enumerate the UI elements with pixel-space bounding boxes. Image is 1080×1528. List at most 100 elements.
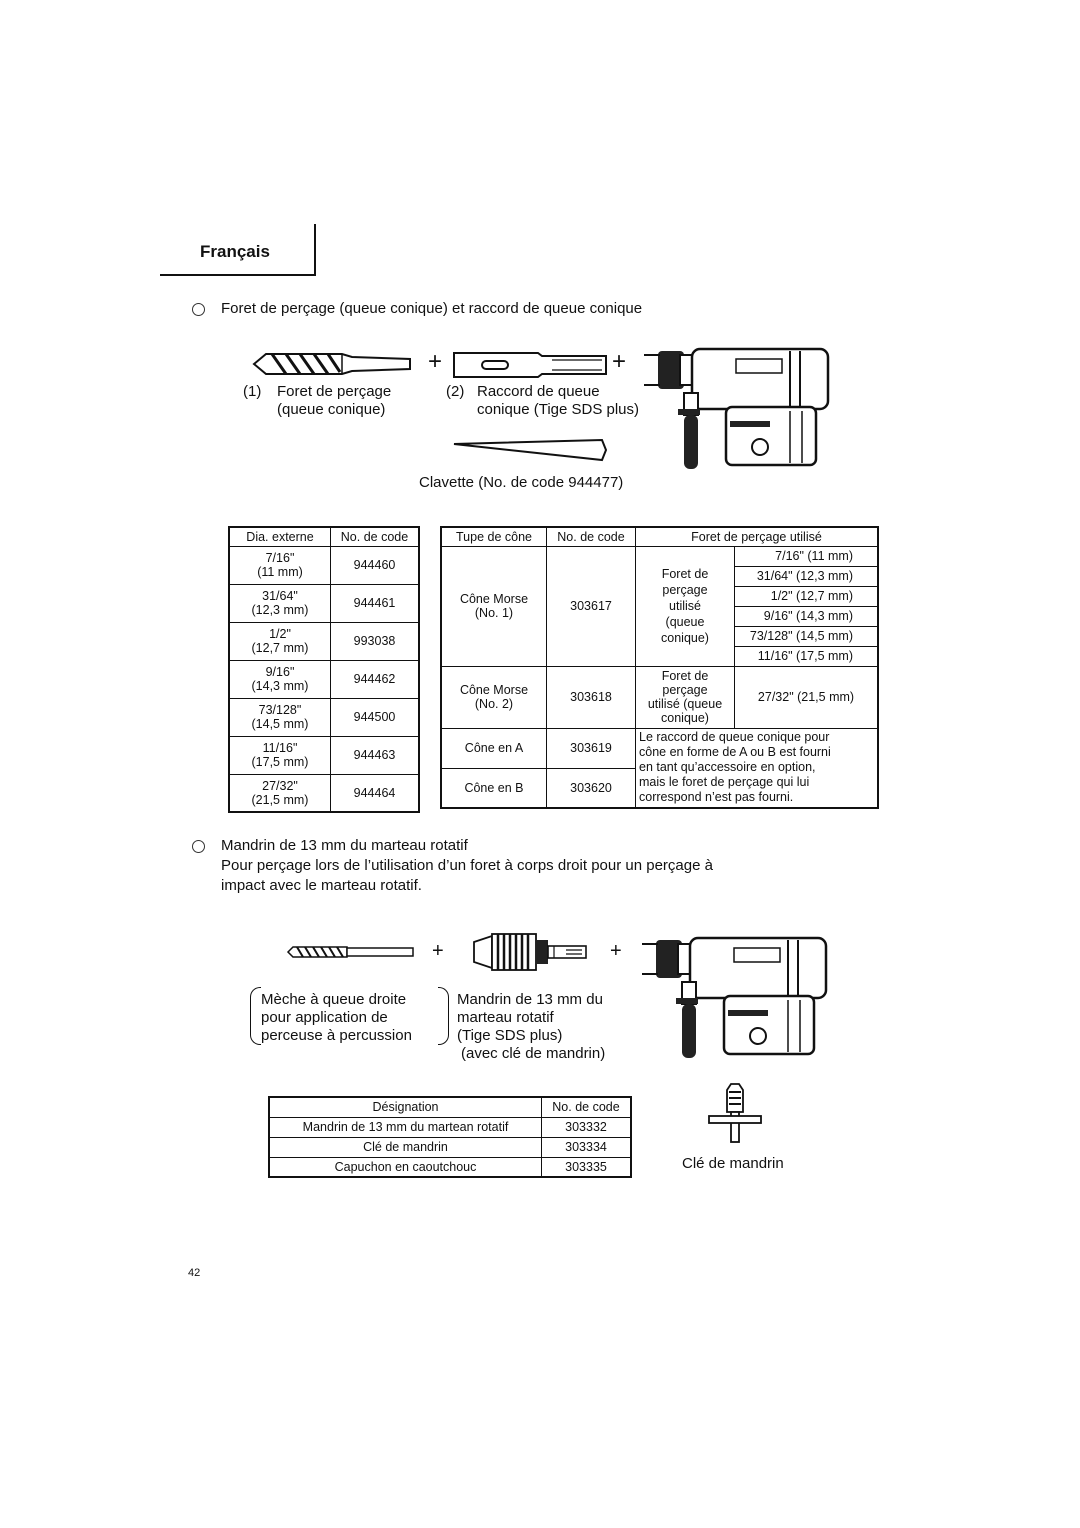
- dia-fraction: 11/16": [262, 741, 298, 755]
- dia-fraction: 1/2": [269, 627, 291, 641]
- chuck-key-label: Clé de mandrin: [682, 1155, 784, 1172]
- mandrin-label-line1: Mandrin de 13 mm du: [457, 991, 603, 1008]
- table-row: 11/16" (17,5 mm): [441, 645, 879, 667]
- plus-sign-2: +: [612, 348, 627, 375]
- note-line: cône en forme de A ou B est fourni: [639, 745, 831, 760]
- table-outer-diameter: Dia. externe No. de code 7/16"(11 mm) 94…: [228, 526, 420, 813]
- code-cell: 303618: [546, 665, 636, 729]
- table1-header-code: No. de code: [330, 526, 420, 547]
- plus-sign-3: +: [432, 940, 444, 962]
- bit-size-cell: 31/64" (12,3 mm): [734, 565, 879, 587]
- straight-drill-bit-icon: [286, 946, 414, 958]
- page-number: 42: [188, 1267, 201, 1279]
- table-row: Clé de mandrin 303334: [268, 1136, 632, 1158]
- code-cell: 303334: [541, 1136, 632, 1158]
- dia-mm: (17,5 mm): [251, 755, 309, 769]
- bit-size-cell: 9/16" (14,3 mm): [734, 605, 879, 627]
- bit-desc-line: utilisé: [669, 599, 701, 613]
- mandrin-label-line4: (avec clé de mandrin): [461, 1045, 606, 1062]
- part-name-cell: Mandrin de 13 mm du martean rotatif: [268, 1116, 542, 1138]
- code-cell: 303332: [541, 1116, 632, 1138]
- cone-type-number: (No. 1): [474, 606, 514, 620]
- rotary-hammer-icon: [644, 347, 830, 469]
- chuck-key-icon: [708, 1083, 762, 1143]
- dia-fraction: 27/32": [262, 778, 298, 793]
- table-row: Capuchon en caoutchouc 303335: [268, 1156, 632, 1178]
- item1-number: (1): [243, 383, 262, 400]
- bit-size-cell: 7/16" (11 mm): [734, 545, 879, 567]
- code-cell: 944460: [330, 545, 420, 585]
- item1-label: Foret de perçage: [277, 383, 392, 400]
- note-line: Le raccord de queue conique pour: [639, 730, 830, 745]
- table-row: 31/64"(12,3 mm) 944461: [228, 583, 420, 623]
- code-cell: 944461: [330, 583, 420, 623]
- table-row: 1/2"(12,7 mm) 993038: [228, 621, 420, 661]
- part-name-cell: Clé de mandrin: [268, 1136, 542, 1158]
- table3-header-code: No. de code: [541, 1096, 632, 1118]
- note-line: en tant qu’accessoire en option,: [639, 760, 816, 775]
- table-row: 7/16"(11 mm) 944460: [228, 545, 420, 585]
- table3-header-name: Désignation: [268, 1096, 542, 1118]
- cone-type-label: Cône en B: [440, 767, 547, 809]
- table-chuck-parts: Désignation No. de code Mandrin de 13 mm…: [268, 1096, 632, 1178]
- table-row: 11/16"(17,5 mm) 944463: [228, 735, 420, 775]
- bit-size-cell: 73/128" (14,5 mm): [734, 625, 879, 647]
- code-cell: 303617: [546, 545, 636, 667]
- mandrin-label-line2: marteau rotatif: [457, 1009, 554, 1026]
- table2-header-type: Tupe de cône: [440, 526, 547, 547]
- table-row: Cône en A 303619 Le raccord de queue con…: [440, 727, 879, 809]
- bit-desc-line: perçage: [662, 683, 708, 697]
- dia-mm: (12,7 mm): [251, 641, 309, 655]
- taper-shank-adapter-icon: [453, 352, 607, 378]
- bit-size-cell: 11/16" (17,5 mm): [734, 645, 879, 667]
- dia-mm: (11 mm): [257, 565, 303, 579]
- tapered-drill-bit-icon: [252, 353, 411, 375]
- item2-sublabel: conique (Tige SDS plus): [477, 401, 640, 418]
- dia-mm: (12,3 mm): [251, 603, 309, 617]
- table-row: Mandrin de 13 mm du martean rotatif 3033…: [268, 1116, 632, 1138]
- part-name-cell: Capuchon en caoutchouc: [268, 1156, 542, 1178]
- plus-sign-1: +: [428, 348, 443, 375]
- rotary-hammer-icon: [642, 936, 828, 1058]
- dia-mm: (14,5 mm): [251, 717, 309, 731]
- code-cell: 944462: [330, 659, 420, 699]
- code-cell: 303620: [546, 767, 636, 809]
- code-cell: 303335: [541, 1156, 632, 1178]
- bit-desc-line: Foret de: [661, 567, 709, 581]
- bit-desc-line: conique): [661, 631, 709, 645]
- bit-desc-line: utilisé (queue: [647, 697, 723, 711]
- item2-label: Raccord de queue: [477, 383, 600, 400]
- table-row: 9/16"(14,3 mm) 944462: [228, 659, 420, 699]
- table-row: 9/16" (14,3 mm): [441, 605, 879, 627]
- bullet-circle-icon: [192, 303, 205, 316]
- meche-label-line3: perceuse à percussion: [261, 1027, 412, 1044]
- clavette-label: Clavette (No. de code 944477): [419, 474, 624, 491]
- language-label: Français: [200, 242, 270, 261]
- table-cone-type: Tupe de cône No. de code Foret de perçag…: [440, 526, 879, 809]
- drill-chuck-icon: [473, 933, 587, 971]
- bullet-circle-icon: [192, 840, 205, 853]
- note-line: mais le foret de perçage qui lui: [639, 775, 810, 790]
- cotter-key-icon: [453, 438, 608, 462]
- left-bracket: [250, 987, 261, 1045]
- bit-desc-line: conique): [661, 711, 709, 725]
- meche-label-line2: pour application de: [261, 1009, 388, 1026]
- cone-type-label: Cône Morse: [459, 592, 529, 606]
- bit-size-cell: 27/32" (21,5 mm): [734, 665, 879, 729]
- code-cell: 944500: [330, 697, 420, 737]
- code-cell: 303619: [546, 727, 636, 769]
- table-row: 27/32"(21,5 mm) 944464: [228, 773, 420, 813]
- code-cell: 944464: [330, 773, 420, 813]
- item2-number: (2): [446, 383, 465, 400]
- language-tab-frame: [160, 224, 316, 276]
- table1-header-dia: Dia. externe: [228, 526, 331, 547]
- meche-label-line1: Mèche à queue droite: [261, 991, 407, 1008]
- table-row: Cône en B 303620: [440, 767, 878, 809]
- code-cell: 993038: [330, 621, 420, 661]
- cone-type-label: Cône en A: [440, 727, 547, 769]
- note-line: correspond n’est pas fourni.: [639, 790, 794, 805]
- bit-size-cell: 1/2" (12,7 mm): [734, 585, 879, 607]
- section2-title: Mandrin de 13 mm du marteau rotatif: [221, 837, 468, 854]
- right-bracket: [438, 987, 449, 1045]
- cone-type-number: (No. 2): [474, 697, 514, 711]
